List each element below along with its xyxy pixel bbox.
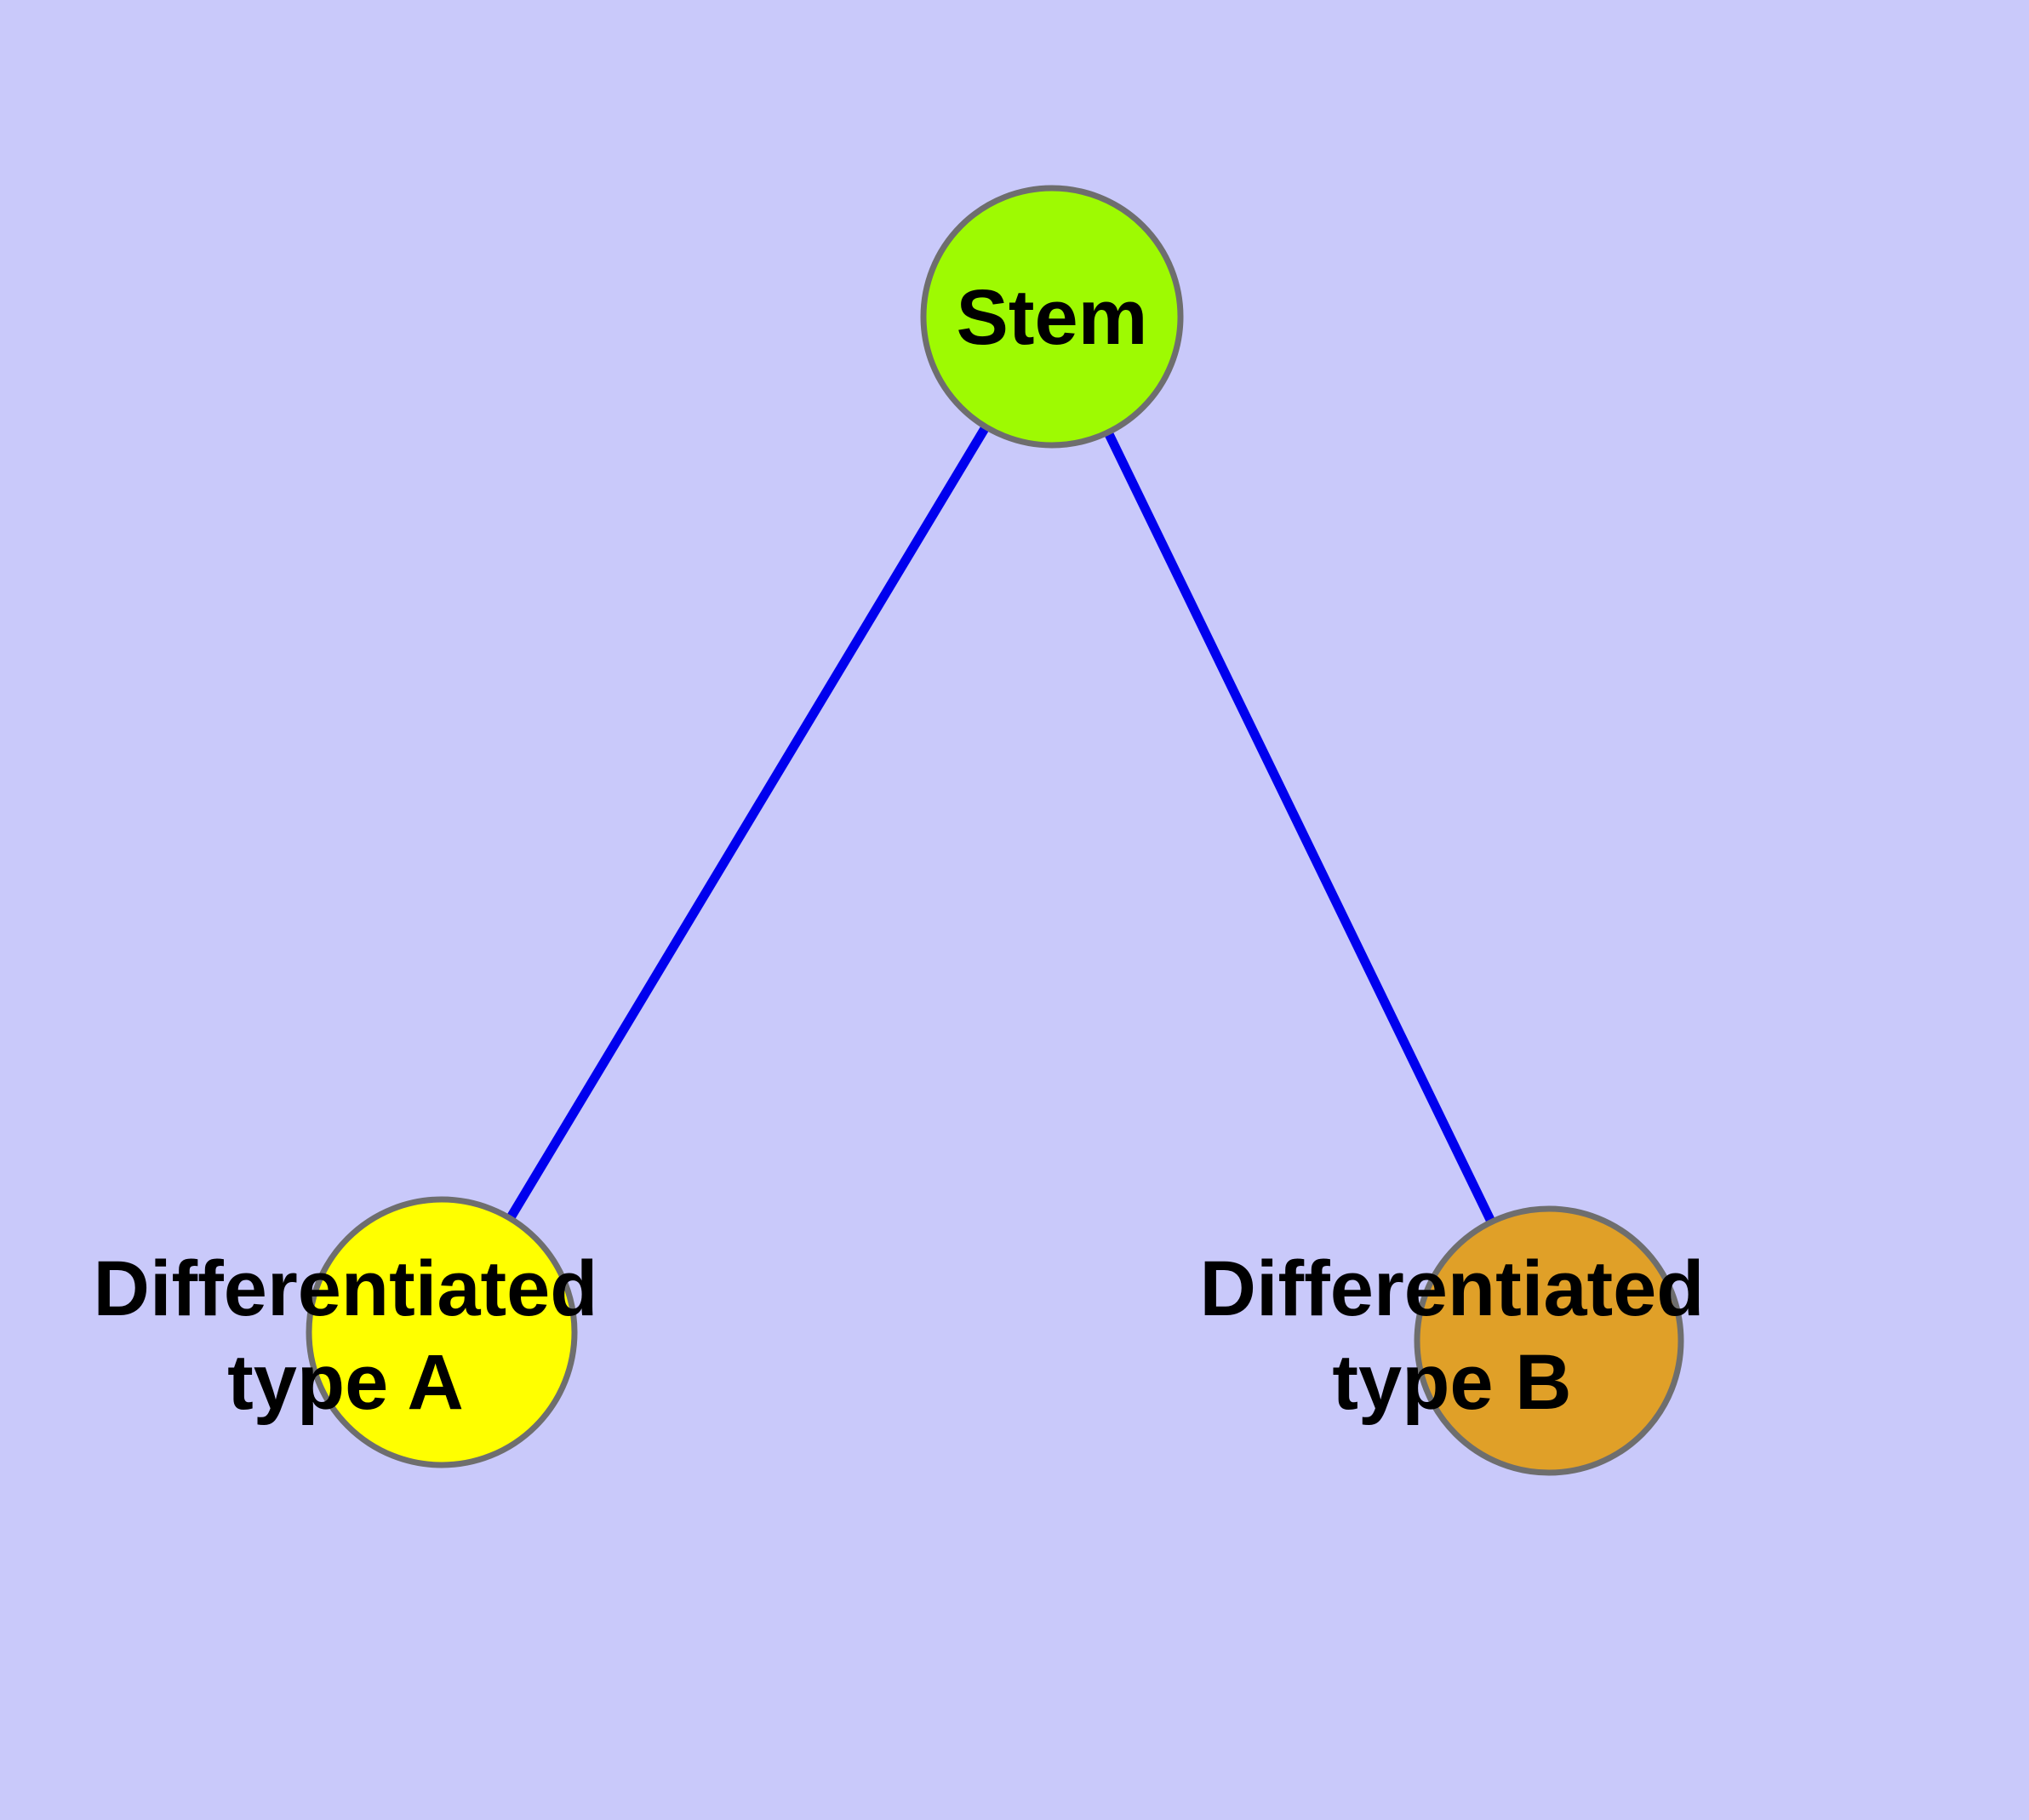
node-label-line: Differentiated bbox=[1200, 1245, 1705, 1332]
node-label-line: type B bbox=[1332, 1339, 1571, 1426]
node-circle-diff-b[interactable] bbox=[1414, 1205, 1684, 1476]
node-label-line: type A bbox=[227, 1339, 464, 1426]
node-circle-stem[interactable] bbox=[920, 185, 1184, 449]
node-label-stem: Stem bbox=[957, 274, 1148, 361]
edge-stem-to-b bbox=[1048, 314, 1553, 1343]
node-layer bbox=[306, 185, 1684, 1476]
node-label-line: Stem bbox=[957, 274, 1148, 361]
node-circle-diff-a[interactable] bbox=[306, 1196, 578, 1468]
edge-stem-to-a bbox=[437, 314, 1056, 1335]
edge-layer bbox=[437, 314, 1553, 1343]
node-label-line: Differentiated bbox=[94, 1245, 598, 1332]
